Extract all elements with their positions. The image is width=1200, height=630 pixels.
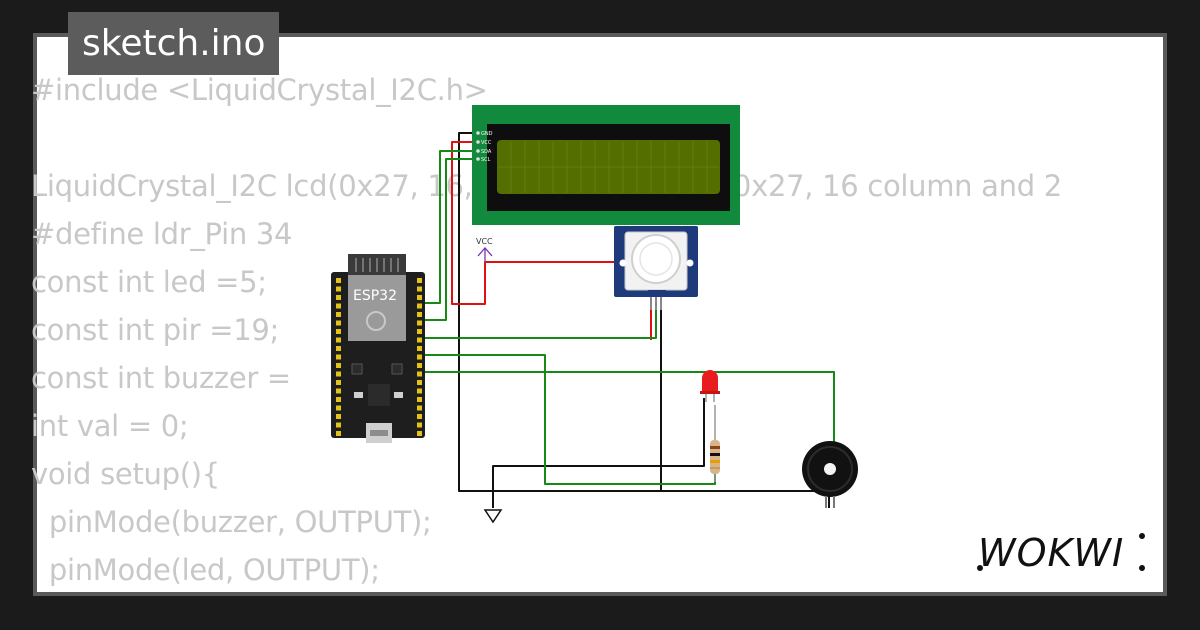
esp32-pin[interactable] xyxy=(336,380,341,385)
esp32-pin[interactable] xyxy=(417,431,422,436)
wokwi-logo: WOKWI xyxy=(977,531,1145,575)
esp32-pin[interactable] xyxy=(417,346,422,351)
lcd-pin-vcc: VCC xyxy=(481,140,492,146)
esp32-pin[interactable] xyxy=(417,397,422,402)
red-led[interactable] xyxy=(700,370,720,402)
esp32-pin[interactable] xyxy=(336,346,341,351)
buzzer[interactable] xyxy=(802,441,858,508)
vcc-label: VCC xyxy=(476,237,493,246)
code-line: #define ldr_Pin 34 xyxy=(31,217,293,251)
lcd-display[interactable]: GND VCC SDA SCL xyxy=(472,105,740,225)
esp32-pin[interactable] xyxy=(417,363,422,368)
wire-buzzer xyxy=(423,371,835,508)
esp32-pin[interactable] xyxy=(336,295,341,300)
esp32-pin[interactable] xyxy=(417,312,422,317)
esp32-pin[interactable] xyxy=(336,312,341,317)
esp32-pin[interactable] xyxy=(336,337,341,343)
code-line: const int buzzer = xyxy=(31,361,291,395)
wire-gnd-led xyxy=(492,398,705,508)
wire-scl xyxy=(423,158,478,321)
esp32-pin[interactable] xyxy=(336,329,341,334)
esp32-label: ESP32 xyxy=(353,288,397,304)
lcd-pin-gnd: GND xyxy=(481,131,493,137)
code-line: pinMode(led, OUTPUT); xyxy=(31,553,380,587)
esp32-pin[interactable] xyxy=(417,388,422,394)
lcd-cell-grid xyxy=(498,141,719,193)
code-line: #include <LiquidCrystal_I2C.h> xyxy=(31,73,488,107)
esp32-pin[interactable] xyxy=(417,329,422,334)
esp32-pin[interactable] xyxy=(417,422,422,428)
esp32-pin[interactable] xyxy=(336,354,341,360)
esp32-pin[interactable] xyxy=(417,320,422,326)
code-line: void setup(){ xyxy=(31,457,220,491)
code-line: const int pir =19; xyxy=(31,313,279,347)
esp32-pin[interactable] xyxy=(336,397,341,402)
wire-led xyxy=(423,354,716,485)
esp32-pin[interactable] xyxy=(336,303,341,309)
esp32-pin[interactable] xyxy=(336,278,341,283)
code-line: const int led =5; xyxy=(31,265,267,299)
lcd-pin-sda: SDA xyxy=(481,149,492,155)
vcc-symbol: VCC xyxy=(476,237,493,262)
pir-sensor[interactable] xyxy=(614,226,698,310)
esp32-pin[interactable] xyxy=(417,295,422,300)
esp32-pin[interactable] xyxy=(336,431,341,436)
wire-pir-out xyxy=(423,298,657,339)
esp32-pin[interactable] xyxy=(417,414,422,419)
esp32-pin[interactable] xyxy=(417,371,422,377)
esp32-pin[interactable] xyxy=(417,405,422,411)
file-tab[interactable]: sketch.ino xyxy=(68,12,280,75)
esp32-header-pins xyxy=(336,278,422,436)
esp32-pin[interactable] xyxy=(417,354,422,360)
wire-sda xyxy=(423,150,478,304)
esp32-pin[interactable] xyxy=(417,380,422,385)
code-line: pinMode(buzzer, OUTPUT); xyxy=(31,505,432,539)
ground-symbol xyxy=(483,509,503,524)
esp32-pin[interactable] xyxy=(417,337,422,343)
esp32-pin[interactable] xyxy=(336,286,341,292)
esp32-pin[interactable] xyxy=(417,303,422,309)
esp32-pin[interactable] xyxy=(336,405,341,411)
esp32-pin[interactable] xyxy=(336,371,341,377)
esp32-pin[interactable] xyxy=(336,422,341,428)
esp32-pin[interactable] xyxy=(336,320,341,326)
esp32-pin[interactable] xyxy=(417,278,422,283)
esp32-pin[interactable] xyxy=(336,388,341,394)
code-line: int val = 0; xyxy=(31,409,189,443)
svg-text:WOKWI: WOKWI xyxy=(978,531,1124,575)
esp32-board[interactable]: ESP32 xyxy=(331,254,425,443)
esp32-pin[interactable] xyxy=(336,414,341,419)
lcd-pin-scl: SCL xyxy=(481,157,491,163)
esp32-pin[interactable] xyxy=(336,363,341,368)
esp32-pin[interactable] xyxy=(417,286,422,292)
resistor[interactable] xyxy=(710,405,720,482)
